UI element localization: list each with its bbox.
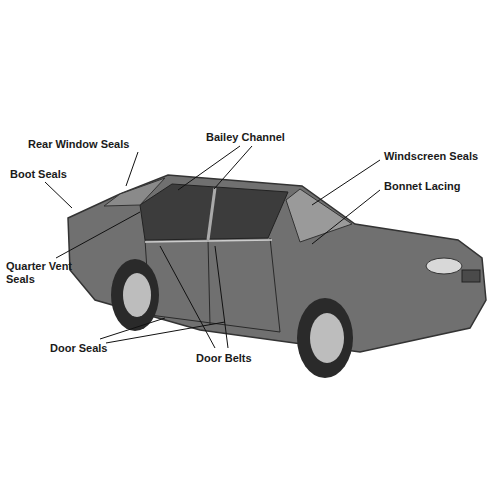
windscreen [286,189,352,242]
part-label: Door Seals [50,342,107,355]
part-label: Quarter Vent Seals [6,260,78,286]
headlight [426,258,462,274]
belt-line [145,240,272,242]
leader-line [214,146,252,189]
part-label: Windscreen Seals [384,150,478,163]
front-hub [310,313,344,363]
rear-wheel [111,259,159,331]
car-body [68,175,486,352]
leader-line [126,152,138,186]
leader-line [178,146,240,190]
part-label: Door Belts [196,352,252,365]
door-line [270,238,280,332]
front-wheel [297,298,353,378]
leader-line [215,246,228,348]
leader-line [160,246,215,348]
door-line [208,240,210,325]
leader-line [100,318,165,339]
part-label: Boot Seals [10,168,67,181]
leader-line [56,212,140,258]
grille [462,270,480,282]
part-label: Rear Window Seals [28,138,129,151]
part-label: Bailey Channel [206,131,285,144]
leader-line [45,182,72,208]
rear-hub [123,273,151,317]
leader-line [312,190,380,244]
b-pillar [208,188,215,240]
side-windows [140,184,288,240]
rear-window [104,178,165,206]
part-label: Bonnet Lacing [384,180,460,193]
